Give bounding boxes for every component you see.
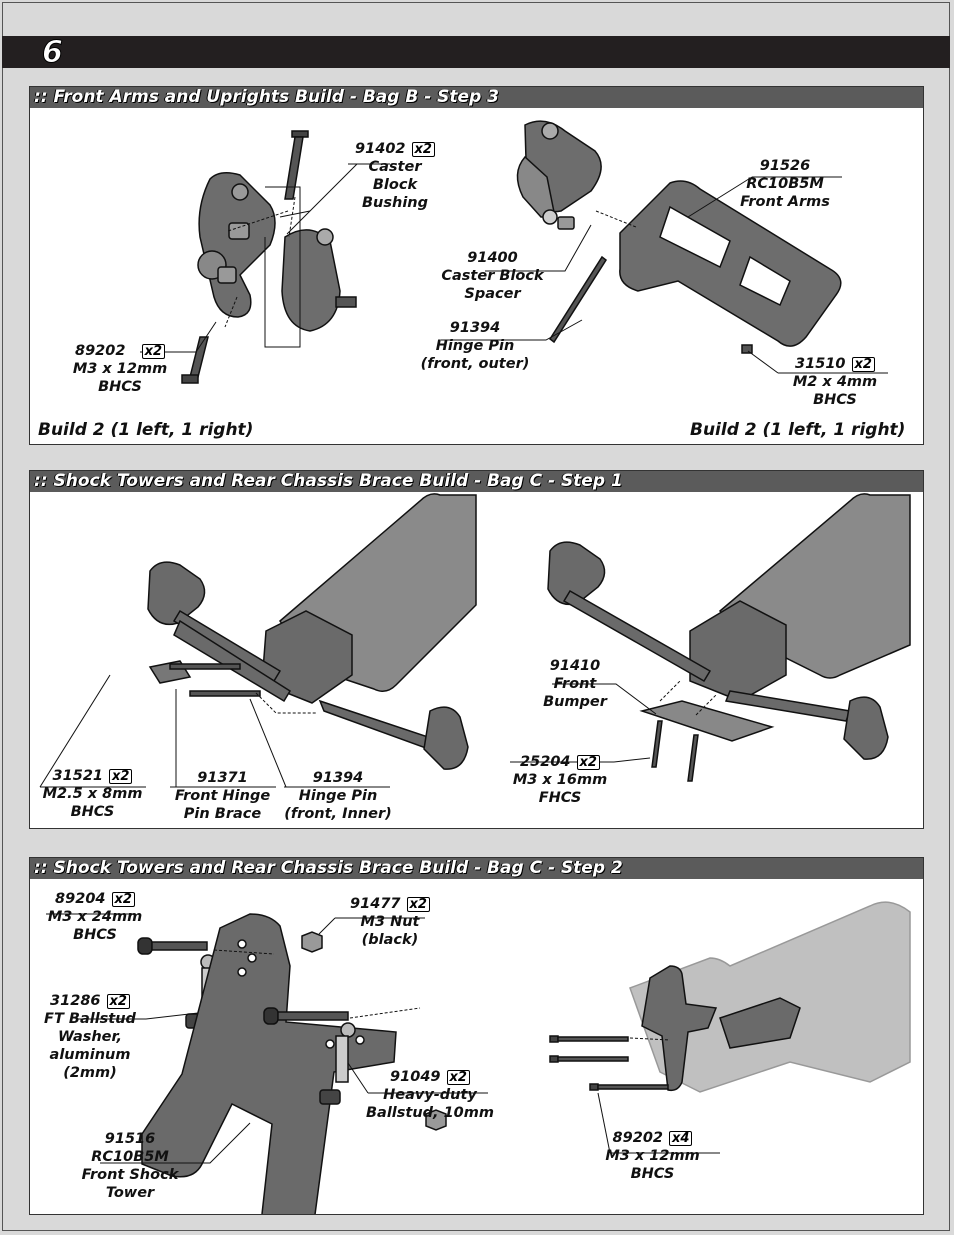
part-label-91394-inner: 91394 Hinge Pin (front, Inner) [284, 770, 392, 822]
quantity-badge: x2 [141, 344, 165, 359]
quantity-badge: x2 [406, 897, 430, 912]
quantity-badge: x2 [111, 892, 135, 907]
shock-tower-exploded-diagram [46, 901, 911, 1214]
part-label-91394: 91394 Hinge Pin (front, outer) [420, 320, 530, 372]
quantity-badge: x2 [576, 755, 600, 770]
hinge-brace-bumper-diagram [39, 493, 911, 788]
step-title: :: Shock Towers and Rear Chassis Brace B… [30, 858, 923, 879]
part-label-89202: 89202 x2 M3 x 12mm BHCS [72, 343, 168, 395]
step-panel-front-arms: :: Front Arms and Uprights Build - Bag B… [29, 86, 924, 445]
front-arms-exploded-diagram [140, 120, 888, 384]
page-header-bar [2, 36, 950, 68]
part-label-91526: 91526 RC10B5M Front Arms [740, 158, 830, 210]
part-label-91400: 91400 Caster Block Spacer [441, 250, 544, 302]
build-note-right: Build 2 (1 left, 1 right) [690, 420, 906, 440]
quantity-badge: x4 [669, 1131, 693, 1146]
part-label-91371: 91371 Front Hinge Pin Brace [174, 770, 271, 822]
quantity-badge: x2 [411, 142, 435, 157]
build-note-left: Build 2 (1 left, 1 right) [38, 420, 254, 440]
quantity-badge: x2 [851, 357, 875, 372]
step-title: :: Shock Towers and Rear Chassis Brace B… [30, 471, 923, 492]
step-panel-shock-tower: :: Shock Towers and Rear Chassis Brace B… [29, 857, 924, 1215]
step-panel-hinge-pin-brace: :: Shock Towers and Rear Chassis Brace B… [29, 470, 924, 829]
quantity-badge: x2 [106, 994, 130, 1009]
quantity-badge: x2 [109, 769, 133, 784]
part-label-91516: 91516 RC10B5M Front Shock Tower [81, 1131, 179, 1201]
part-label-91410: 91410 Front Bumper [543, 658, 607, 710]
quantity-badge: x2 [446, 1070, 470, 1085]
step-title: :: Front Arms and Uprights Build - Bag B… [30, 87, 923, 108]
page-number: 6 [42, 35, 64, 70]
